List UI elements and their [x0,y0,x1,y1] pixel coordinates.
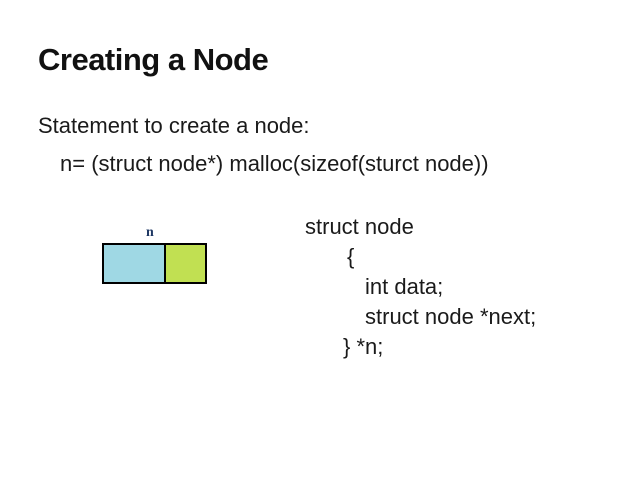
struct-definition-code: struct node { int data; struct node *nex… [305,212,536,362]
code-line: struct node [305,214,414,239]
pointer-label: n [146,225,154,240]
code-line: } *n; [343,334,384,359]
code-line: int data; [365,274,444,299]
node-box [102,243,207,284]
code-line: { [347,244,355,269]
statement-intro-text: Statement to create a node: [38,113,310,138]
code-line: struct node *next; [365,304,537,329]
node-next-cell [163,245,205,282]
node-data-cell [104,245,164,282]
malloc-statement-text: n= (struct node*) malloc(sizeof(sturct n… [60,151,489,176]
slide-title: Creating a Node [38,42,269,77]
